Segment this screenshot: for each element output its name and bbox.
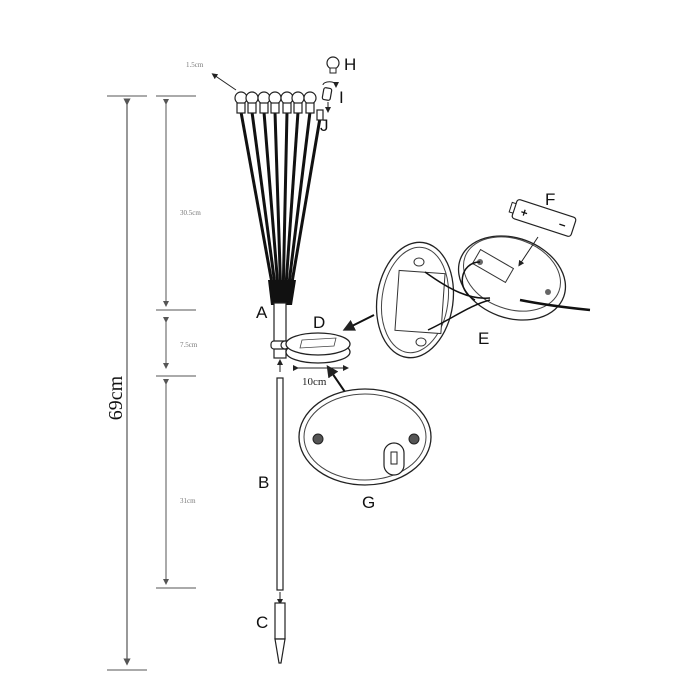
label-f: F [545,190,555,209]
total-length-label: 69cm [105,375,127,420]
dimension-total: 69cm [105,95,147,671]
arrow-d-to-e [342,314,375,331]
bulbs [234,91,324,121]
connector-length-label: 7.5cm [180,341,198,349]
battery-plus-label: + [519,205,530,220]
label-d: D [313,313,325,332]
label-a: A [256,303,268,322]
label-j: J [320,116,329,135]
fiber-strands [239,111,322,305]
dimension-segments: 30.5cm 7.5cm 31cm [156,95,201,589]
arrow-g-to-d [326,365,346,393]
battery-compartment [457,235,567,321]
battery-minus-label: − [557,217,568,232]
stake-pole-length-label: 31cm [180,497,196,505]
label-h: H [344,55,356,74]
label-e: E [478,329,489,348]
battery: + − [508,199,577,237]
bare-socket [316,109,324,121]
label-c: C [256,613,268,632]
base-underside [298,388,432,486]
wires [424,261,591,331]
bulb-detail [321,56,340,113]
panel-width-label: 10cm [302,376,327,388]
label-b: B [258,473,269,492]
fiber-head-length-label: 30.5cm [180,209,201,217]
battery-insert-arrow [518,236,539,267]
label-g: G [362,493,375,512]
solar-panel [270,332,351,364]
bulb-size-label: 1.5cm [186,61,204,69]
stake-pole [276,377,284,591]
housing-lid [375,241,455,359]
label-i: I [339,88,344,107]
bulb-size-arrow [211,73,237,91]
connector-tube [273,302,287,359]
ground-spike [274,602,286,664]
